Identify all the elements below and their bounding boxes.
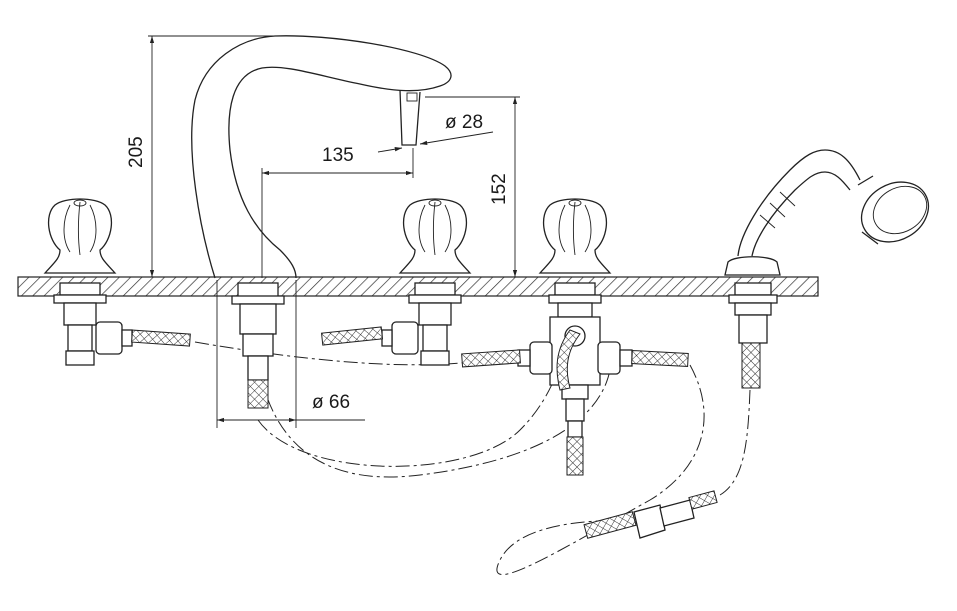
- dim-135-label: 135: [322, 145, 354, 166]
- dimension-spout-reach: 135: [261, 145, 414, 278]
- left-handle-valve: [43, 198, 133, 366]
- diverter-handle-valve: [517, 198, 633, 476]
- diverter-right-hose: [631, 350, 689, 367]
- right-handle-valve: [381, 198, 472, 366]
- dimension-hole-diameter: ø 66: [216, 280, 365, 428]
- spout-connector: [231, 282, 285, 409]
- dimension-total-height: 205: [126, 35, 275, 277]
- dim-d28-label: ø 28: [445, 112, 483, 133]
- spout: [191, 35, 452, 279]
- right-supply-hose: [320, 326, 384, 346]
- dim-205-label: 205: [126, 136, 147, 168]
- dim-152-label: 152: [489, 173, 510, 205]
- dimension-outlet-diameter: ø 28: [377, 112, 494, 153]
- dimension-spout-height: 152: [425, 96, 520, 277]
- left-supply-hose: [131, 329, 191, 347]
- diverter-left-hose: [461, 349, 521, 368]
- hand-shower: [583, 149, 930, 539]
- dim-d66-label: ø 66: [312, 392, 350, 413]
